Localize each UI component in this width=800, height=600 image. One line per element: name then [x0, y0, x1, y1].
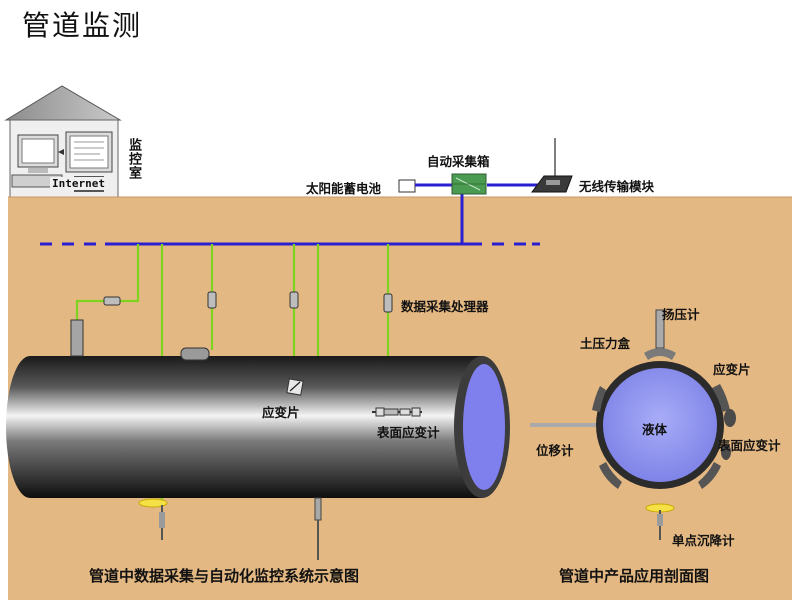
pipeline — [6, 319, 510, 498]
data-processors — [103, 291, 393, 313]
surface-strain-meter-label: 表面应变计 — [377, 425, 440, 440]
wireless-module — [531, 138, 573, 193]
displacement-meter-label: 位移计 — [536, 443, 574, 458]
auto-collection-box — [451, 173, 487, 195]
settlement-meter-left — [138, 498, 168, 540]
strain-gauge-label: 应变片 — [262, 405, 300, 420]
earth-pressure-cell-label: 土压力盒 — [580, 336, 631, 351]
auto-collection-box-label: 自动采集箱 — [427, 154, 490, 169]
settlement-meter-center — [314, 497, 322, 560]
cross-section — [530, 309, 736, 540]
left-diagram-caption: 管道中数据采集与自动化监控系统示意图 — [89, 567, 360, 585]
page-title: 管道监测 — [22, 9, 143, 42]
monitor-room-label: 监控室 — [126, 138, 141, 180]
lift-meter-label: 扬压计 — [662, 307, 700, 322]
wireless-module-label: 无线传输模块 — [579, 179, 655, 194]
blue-bus-network — [40, 183, 540, 246]
pipe-interior-liquid — [463, 364, 505, 490]
settlement-meter-label: 单点沉降计 — [672, 533, 735, 548]
solar-battery-label: 太阳能蓄电池 — [306, 181, 382, 196]
cross-section-strain-gauge-label: 应变片 — [713, 362, 751, 377]
liquid-label: 液体 — [642, 422, 668, 437]
surface-strain-meter-device — [372, 407, 422, 417]
solar-battery-device — [398, 179, 416, 193]
internet-label: Internet — [50, 177, 107, 190]
right-diagram-caption: 管道中产品应用剖面图 — [559, 567, 710, 585]
data-processor-label: 数据采集处理器 — [401, 299, 489, 314]
cross-section-surface-strain-meter-label: 表面应变计 — [718, 438, 781, 453]
